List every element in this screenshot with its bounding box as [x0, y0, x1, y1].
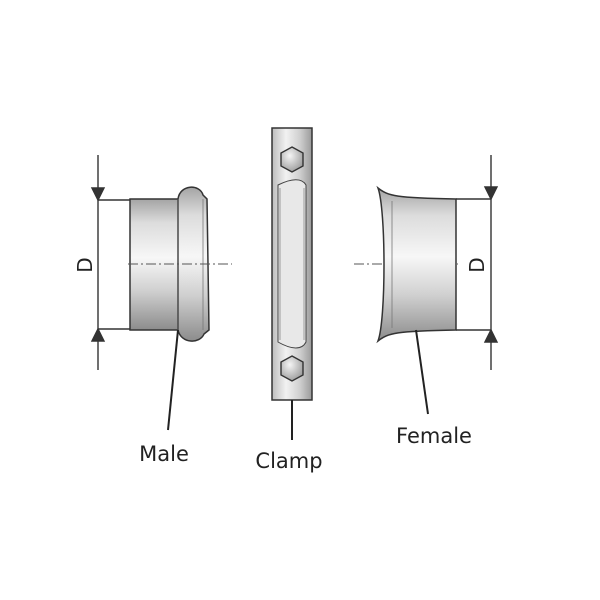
female-diameter-label: D — [465, 257, 489, 272]
female-ferrule — [376, 185, 457, 344]
female-label: Female — [396, 424, 472, 448]
clamp-label: Clamp — [255, 449, 322, 473]
clamp-band — [271, 127, 313, 401]
male-dimension — [90, 155, 130, 370]
arrow-up-icon — [90, 327, 106, 342]
female-leader-line — [415, 329, 429, 415]
hex-bolt-bottom-icon — [280, 355, 304, 382]
male-ferrule-bead — [177, 186, 210, 342]
arrow-up-icon — [483, 328, 499, 343]
female-ferrule-flare — [376, 185, 457, 344]
male-diameter-label: D — [73, 257, 97, 272]
clamp-groove — [277, 179, 307, 349]
male-leader-line — [167, 329, 179, 431]
female-dimension — [456, 155, 499, 370]
arrow-down-icon — [90, 187, 106, 202]
male-label: Male — [139, 442, 189, 466]
arrow-down-icon — [483, 186, 499, 201]
hex-bolt-top-icon — [280, 146, 304, 173]
